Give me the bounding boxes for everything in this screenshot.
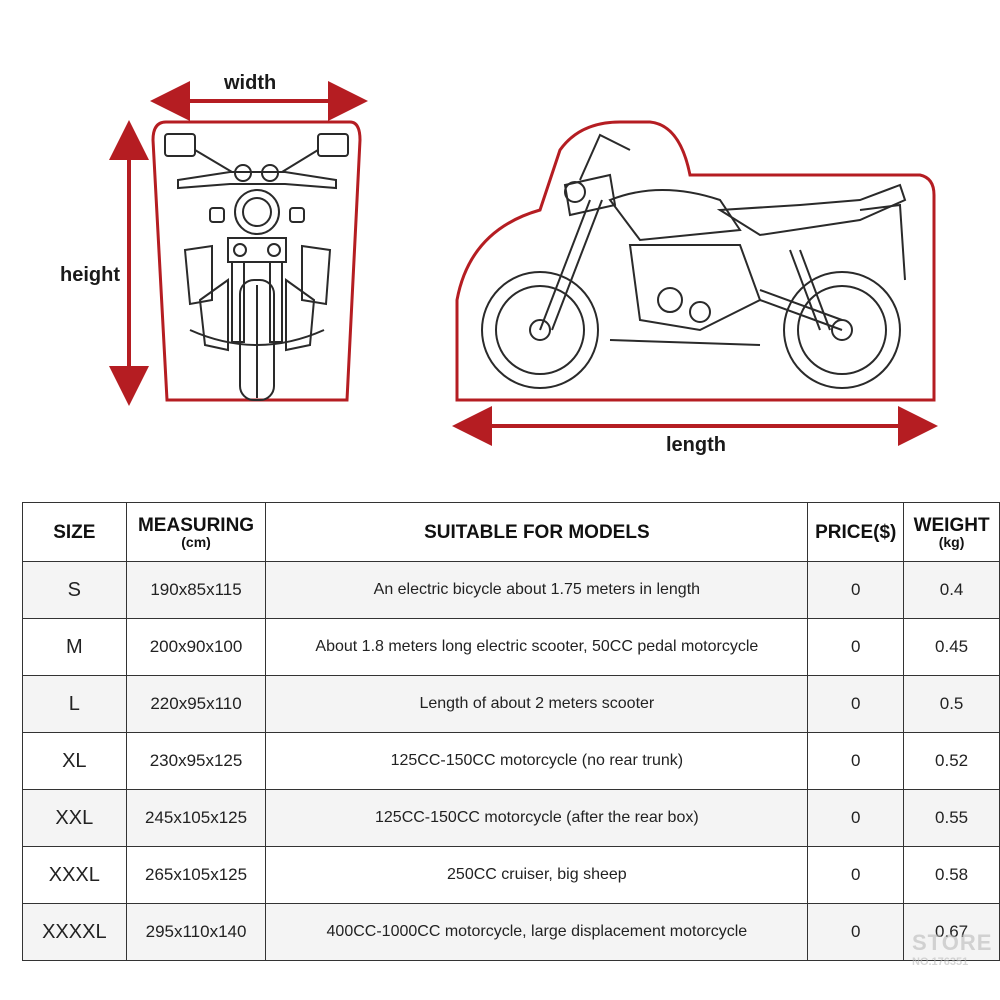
table-row: S 190x85x115 An electric bicycle about 1… [22, 561, 1000, 619]
side-cover-outline [455, 120, 936, 402]
models-cell: 125CC-150CC motorcycle (no rear trunk) [265, 732, 809, 790]
table-header-row: SIZE MEASURING (cm) SUITABLE FOR MODELS … [22, 502, 1000, 562]
header-measuring-unit: (cm) [181, 533, 211, 550]
weight-cell: 0.58 [903, 846, 1000, 904]
table-row: M 200x90x100 About 1.8 meters long elect… [22, 618, 1000, 676]
watermark-line1: STORE [912, 930, 993, 955]
length-label: length [666, 434, 726, 456]
price-cell: 0 [807, 618, 905, 676]
width-label: width [224, 72, 277, 94]
weight-cell: 0.67 [903, 903, 1000, 961]
measuring-cell: 190x85x115 [125, 561, 267, 619]
header-price: PRICE($) [807, 502, 905, 562]
table-row: XL 230x95x125 125CC-150CC motorcycle (no… [22, 732, 1000, 790]
weight-cell: 0.45 [903, 618, 1000, 676]
measuring-cell: 200x90x100 [125, 618, 267, 676]
table-row: XXXL 265x105x125 250CC cruiser, big shee… [22, 846, 1000, 904]
weight-cell: 0.52 [903, 732, 1000, 790]
height-label: height [60, 264, 120, 286]
size-cell: XXXL [22, 846, 127, 904]
measuring-cell: 220x95x110 [125, 675, 267, 733]
side-motorcycle-illustration [481, 133, 907, 389]
size-cell: XXL [22, 789, 127, 847]
size-cell: S [22, 561, 127, 619]
diagram-svg [109, 81, 938, 446]
measuring-cell: 230x95x125 [125, 732, 267, 790]
header-weight-unit: (kg) [938, 533, 965, 550]
size-chart-table: SIZE MEASURING (cm) SUITABLE FOR MODELS … [22, 502, 1000, 961]
weight-cell: 0.5 [903, 675, 1000, 733]
size-cell: XL [22, 732, 127, 790]
models-cell: 400CC-1000CC motorcycle, large displacem… [265, 903, 809, 961]
header-weight: WEIGHT (kg) [903, 502, 1000, 562]
weight-cell: 0.55 [903, 789, 1000, 847]
models-cell: Length of about 2 meters scooter [265, 675, 809, 733]
price-cell: 0 [807, 846, 905, 904]
header-size: SIZE [22, 502, 127, 562]
dimension-diagram: width height length [0, 0, 1000, 480]
front-cover-outline [151, 120, 362, 402]
measuring-cell: 245x105x125 [125, 789, 267, 847]
models-cell: About 1.8 meters long electric scooter, … [265, 618, 809, 676]
header-measuring: MEASURING (cm) [125, 502, 267, 562]
models-cell: 125CC-150CC motorcycle (after the rear b… [265, 789, 809, 847]
size-cell: XXXXL [22, 903, 127, 961]
measuring-cell: 295x110x140 [125, 903, 267, 961]
table-row: XXL 245x105x125 125CC-150CC motorcycle (… [22, 789, 1000, 847]
store-watermark: STORE NO.176351 [912, 930, 1000, 980]
price-cell: 0 [807, 789, 905, 847]
table-row: L 220x95x110 Length of about 2 meters sc… [22, 675, 1000, 733]
models-cell: An electric bicycle about 1.75 meters in… [265, 561, 809, 619]
watermark-line2: NO.176351 [912, 956, 969, 968]
weight-cell: 0.4 [903, 561, 1000, 619]
measuring-cell: 265x105x125 [125, 846, 267, 904]
size-cell: M [22, 618, 127, 676]
size-cell: L [22, 675, 127, 733]
front-motorcycle-illustration [164, 133, 349, 401]
price-cell: 0 [807, 561, 905, 619]
price-cell: 0 [807, 732, 905, 790]
price-cell: 0 [807, 675, 905, 733]
price-cell: 0 [807, 903, 905, 961]
header-models: SUITABLE FOR MODELS [265, 502, 809, 562]
models-cell: 250CC cruiser, big sheep [265, 846, 809, 904]
table-row: XXXXL 295x110x140 400CC-1000CC motorcycl… [22, 903, 1000, 961]
